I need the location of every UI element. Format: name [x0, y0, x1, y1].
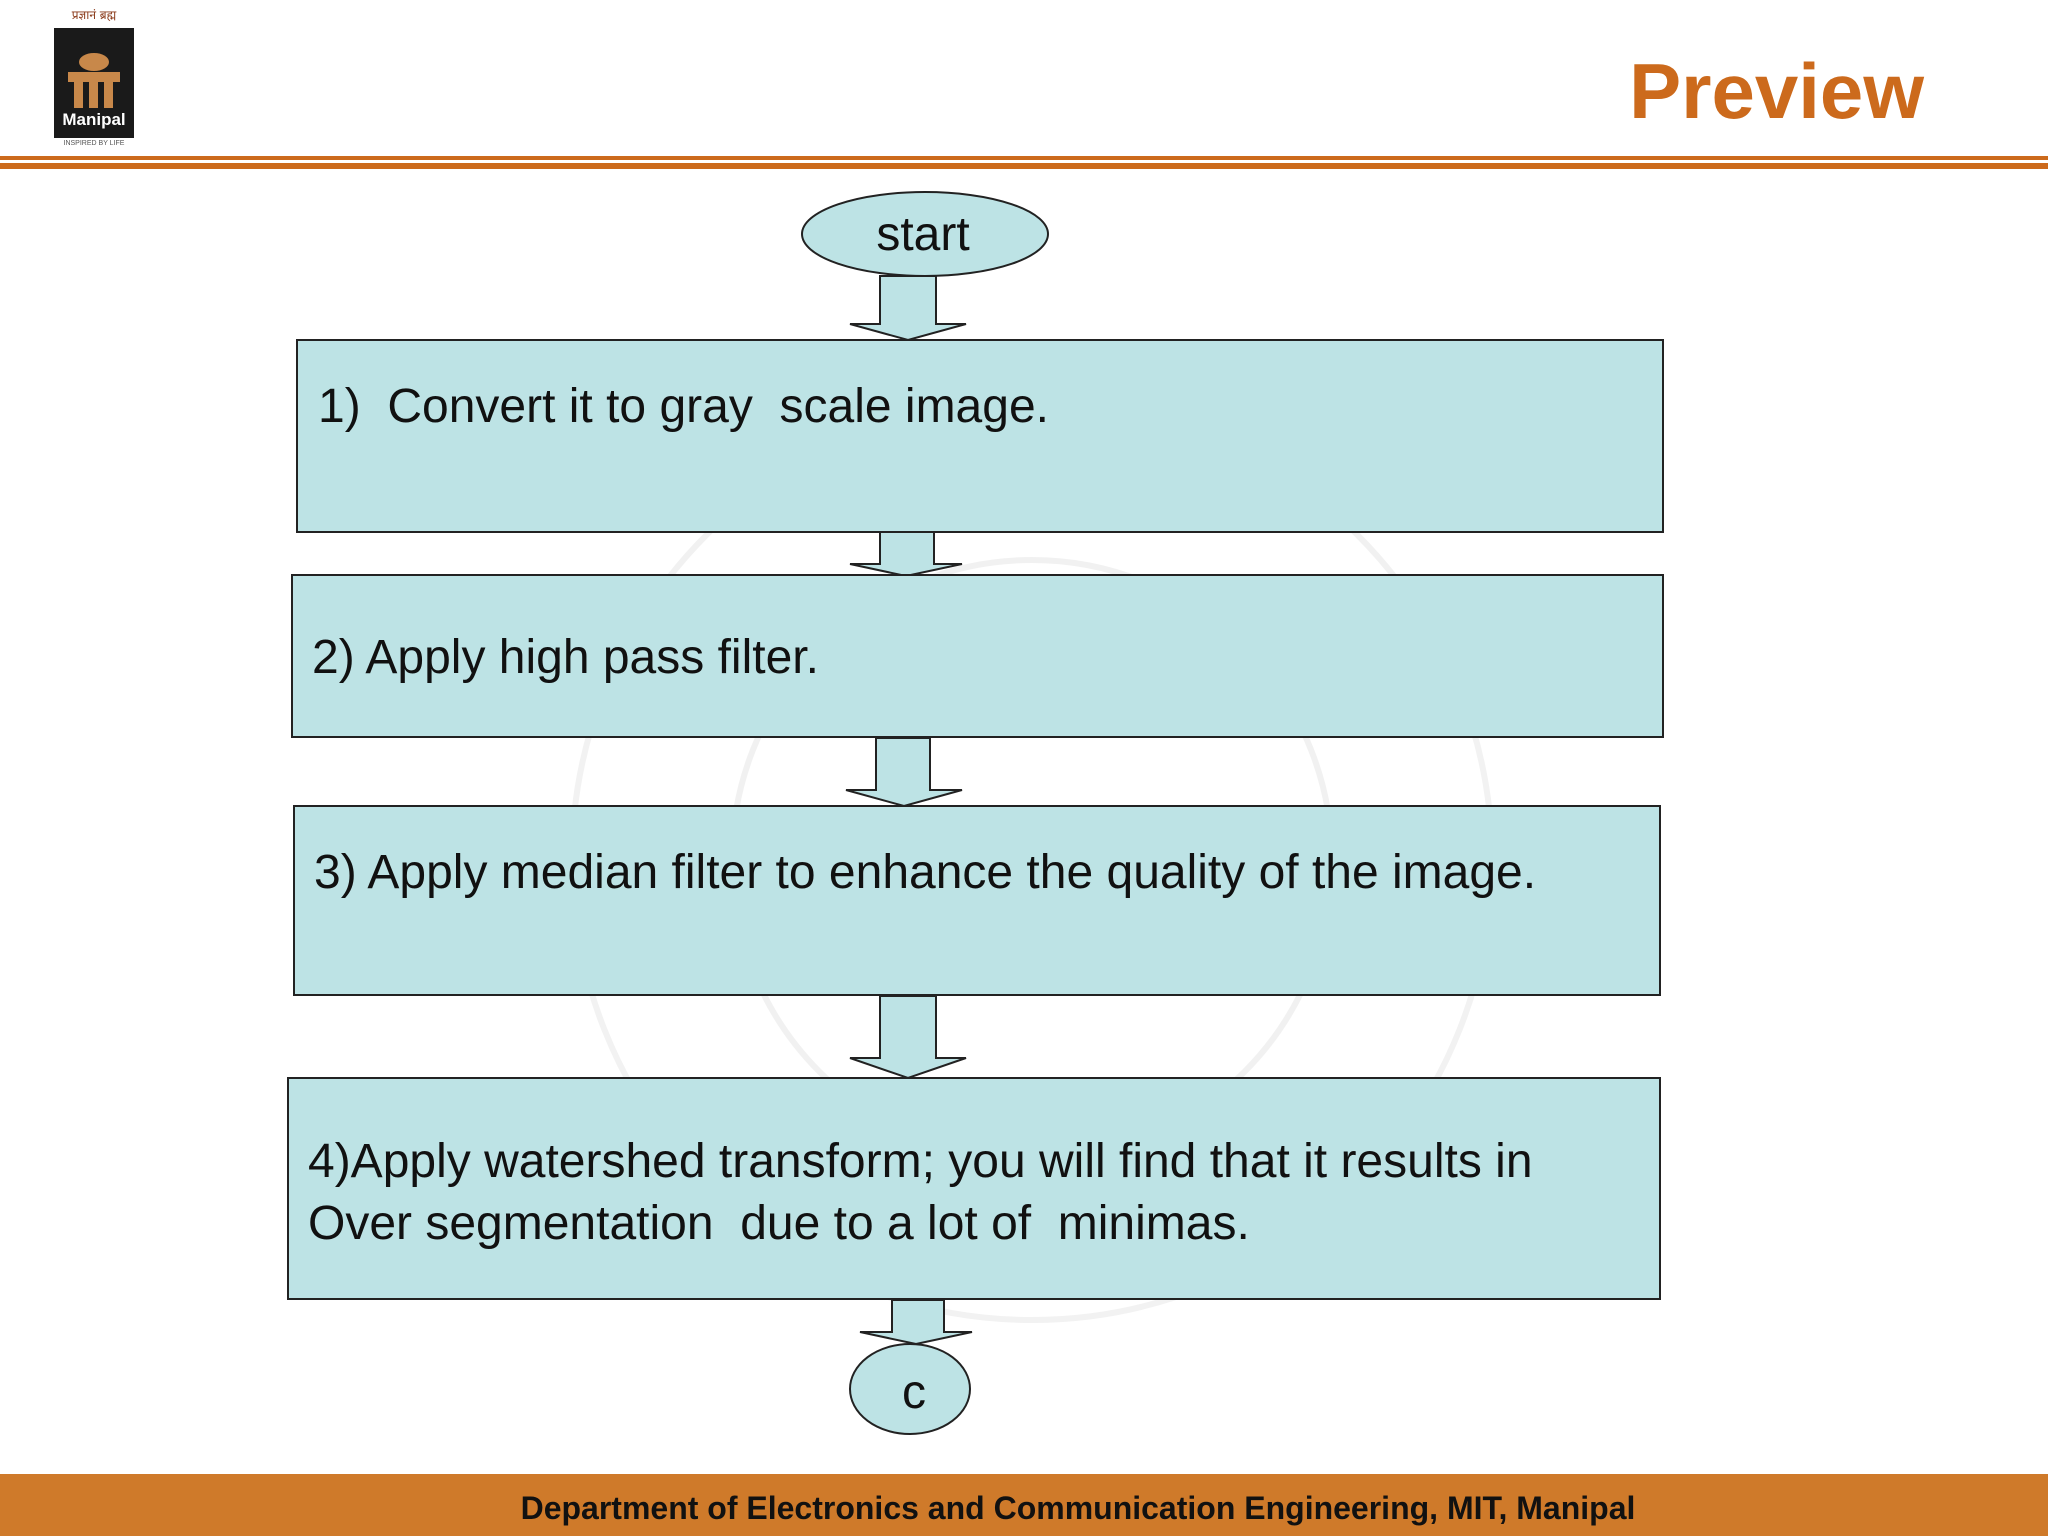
- logo-figure-icon: [68, 53, 120, 108]
- logo-devanagari-text: प्रज्ञानं ब्रह्म: [71, 8, 117, 22]
- arrow-step1-to-step2: [849, 531, 963, 578]
- logo-name: Manipal: [62, 110, 126, 129]
- step-2-text: 2) Apply high pass filter.: [312, 631, 819, 684]
- arrow-step4-to-connector: [859, 1299, 973, 1346]
- step-4-text-line-1: 4)Apply watershed transform; you will fi…: [308, 1135, 1533, 1188]
- footer-text: Department of Electronics and Communicat…: [520, 1490, 1636, 1526]
- process-step-1: [296, 339, 1664, 533]
- step-3-text: 3) Apply median filter to enhance the qu…: [314, 846, 1536, 899]
- arrow-step3-to-step4: [849, 995, 967, 1080]
- logo-emblem: Manipal: [54, 28, 134, 138]
- process-step-2: [291, 574, 1664, 738]
- arrow-step2-to-step3: [845, 737, 963, 808]
- arrow-start-to-step1: [849, 275, 967, 342]
- start-label: start: [876, 208, 969, 261]
- connector-label: c: [902, 1366, 926, 1419]
- header-divider-thick: [0, 163, 2048, 169]
- step-4-text-line-2: Over segmentation due to a lot of minima…: [308, 1197, 1250, 1250]
- footer-bar: [0, 1474, 2048, 1536]
- logo-tagline: INSPIRED BY LIFE: [63, 140, 125, 147]
- header-divider: [0, 156, 2048, 160]
- manipal-logo: प्रज्ञानं ब्रह्म Manipal INSPIRED BY LIF…: [52, 6, 136, 152]
- off-page-connector: [849, 1343, 971, 1435]
- start-terminator: [801, 191, 1049, 277]
- step-1-text: 1) Convert it to gray scale image.: [318, 380, 1049, 433]
- process-step-4: [287, 1077, 1661, 1300]
- process-step-3: [293, 805, 1661, 996]
- page-title: Preview: [1629, 47, 1924, 135]
